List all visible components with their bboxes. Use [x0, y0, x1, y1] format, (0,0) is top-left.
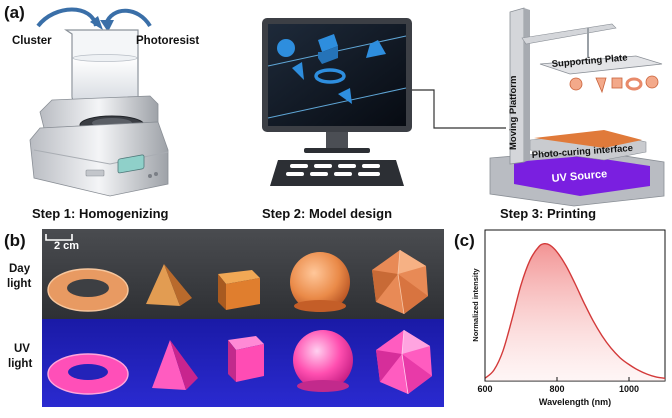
spectrum-line: [484, 242, 666, 379]
monitor-stand: [304, 148, 370, 153]
supporting-plate: [539, 55, 663, 75]
photo-curing-vat: [534, 130, 642, 148]
stirrer-display: [117, 154, 145, 174]
screen-polyhedron-icon: [366, 40, 386, 58]
uv-source-label: UV Source: [551, 168, 607, 185]
photoresist-arrowhead-icon: [100, 20, 114, 32]
cluster-arrow-icon: [36, 7, 98, 28]
scale-bar: [45, 234, 73, 241]
monitor-screen: [268, 24, 406, 126]
x-tick-label: 1000: [619, 384, 639, 394]
emission-spectrum-chart: 600 800 1000 Wavelength (nm) Normalized in…: [471, 229, 666, 407]
panel-label-b: (b): [4, 231, 26, 250]
day-sphere-icon: [290, 252, 350, 312]
x-axis-ticks: 600 800 1000: [477, 377, 639, 394]
day-pyramid-icon: [146, 264, 180, 306]
scale-bar-label: 2 cm: [54, 240, 79, 252]
cluster-arrowhead-icon: [90, 16, 103, 30]
step3-title: Step 3: Printing: [500, 206, 596, 221]
x-axis-label: Wavelength (nm): [539, 397, 611, 407]
homogenizer-illustration: [29, 7, 169, 197]
step2-title: Step 2: Model design: [262, 206, 392, 221]
uv-pyramid-icon: [152, 340, 186, 390]
cluster-label: Cluster: [12, 35, 52, 47]
photoresist-arrow-icon: [104, 8, 152, 28]
computer-illustration: [262, 18, 506, 186]
photo-uv-light: [42, 319, 444, 407]
step1-title: Step 1: Homogenizing: [32, 206, 169, 221]
uv-cube-icon: [228, 336, 264, 350]
uv-source-panel: [514, 156, 650, 196]
screen-sphere-icon: [277, 39, 295, 57]
screen-cube-icon: [318, 34, 338, 52]
panel-label-a: (a): [4, 3, 25, 22]
x-tick-label: 800: [549, 384, 564, 394]
photo-day-light: [42, 229, 444, 319]
uv-light-label-line2: light: [8, 358, 32, 370]
day-cube-icon: [218, 270, 260, 284]
panel-label-c: (c): [454, 231, 475, 250]
photoresist-label: Photoresist: [136, 35, 199, 47]
stirrer-base: [29, 121, 169, 197]
uv-sphere-icon: [293, 330, 353, 390]
day-light-label-line1: Day: [9, 263, 31, 275]
moving-platform-label: Moving Platform: [508, 76, 519, 150]
platform-arm: [521, 23, 617, 45]
printer-illustration: [489, 7, 665, 207]
x-tick-label: 600: [477, 384, 492, 394]
uv-light-label-line1: UV: [14, 343, 30, 355]
day-light-label-line2: light: [7, 278, 31, 290]
photoresist-liquid: [73, 58, 137, 100]
y-axis-label: Normalized intensity: [471, 268, 480, 342]
screen-torus-icon: [314, 68, 346, 84]
spectrum-area: [485, 243, 665, 381]
screen-pyramid-icon: [292, 62, 304, 80]
